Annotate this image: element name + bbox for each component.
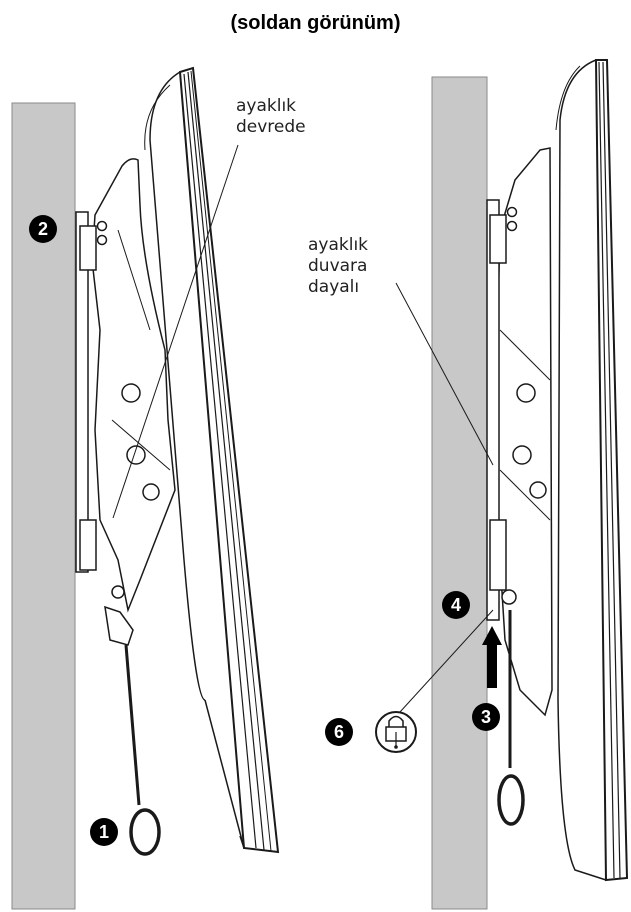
step-marker-4: 4 <box>442 591 470 619</box>
right-tv-panel <box>555 59 629 882</box>
right-bracket-arm <box>494 147 553 717</box>
left-tv-panel <box>144 66 280 854</box>
right-wall-plate <box>486 199 547 621</box>
left-pull-ring <box>129 808 161 856</box>
left-callout-label: ayaklık devrede <box>236 96 306 138</box>
step-marker-2: 2 <box>29 215 57 243</box>
right-release-cord <box>497 610 525 826</box>
step-marker-3: 3 <box>472 703 500 731</box>
left-release-cord <box>104 605 161 856</box>
right-wall <box>431 76 488 910</box>
right-callout-line-2: duvara <box>308 256 368 276</box>
step-marker-6: 6 <box>325 718 353 746</box>
left-view <box>11 66 280 910</box>
right-callout-leader <box>395 282 494 466</box>
arrow-up-icon <box>482 626 502 688</box>
left-wall-plate <box>75 211 160 599</box>
right-callout-line-3: dayalı <box>308 277 360 297</box>
right-view <box>375 59 629 910</box>
left-wall <box>11 102 76 910</box>
step-marker-1: 1 <box>90 818 118 846</box>
right-pull-ring <box>497 774 525 826</box>
left-callout-line-1: ayaklık <box>236 96 297 116</box>
padlock-icon <box>375 711 417 753</box>
left-callout-leader <box>112 144 239 519</box>
right-callout-line-1: ayaklık <box>308 235 369 255</box>
figure-title: (soldan görünüm) <box>230 12 401 34</box>
right-callout-label: ayaklık duvara dayalı <box>308 235 368 298</box>
lock-leader <box>399 609 494 713</box>
left-callout-line-2: devrede <box>236 117 306 137</box>
